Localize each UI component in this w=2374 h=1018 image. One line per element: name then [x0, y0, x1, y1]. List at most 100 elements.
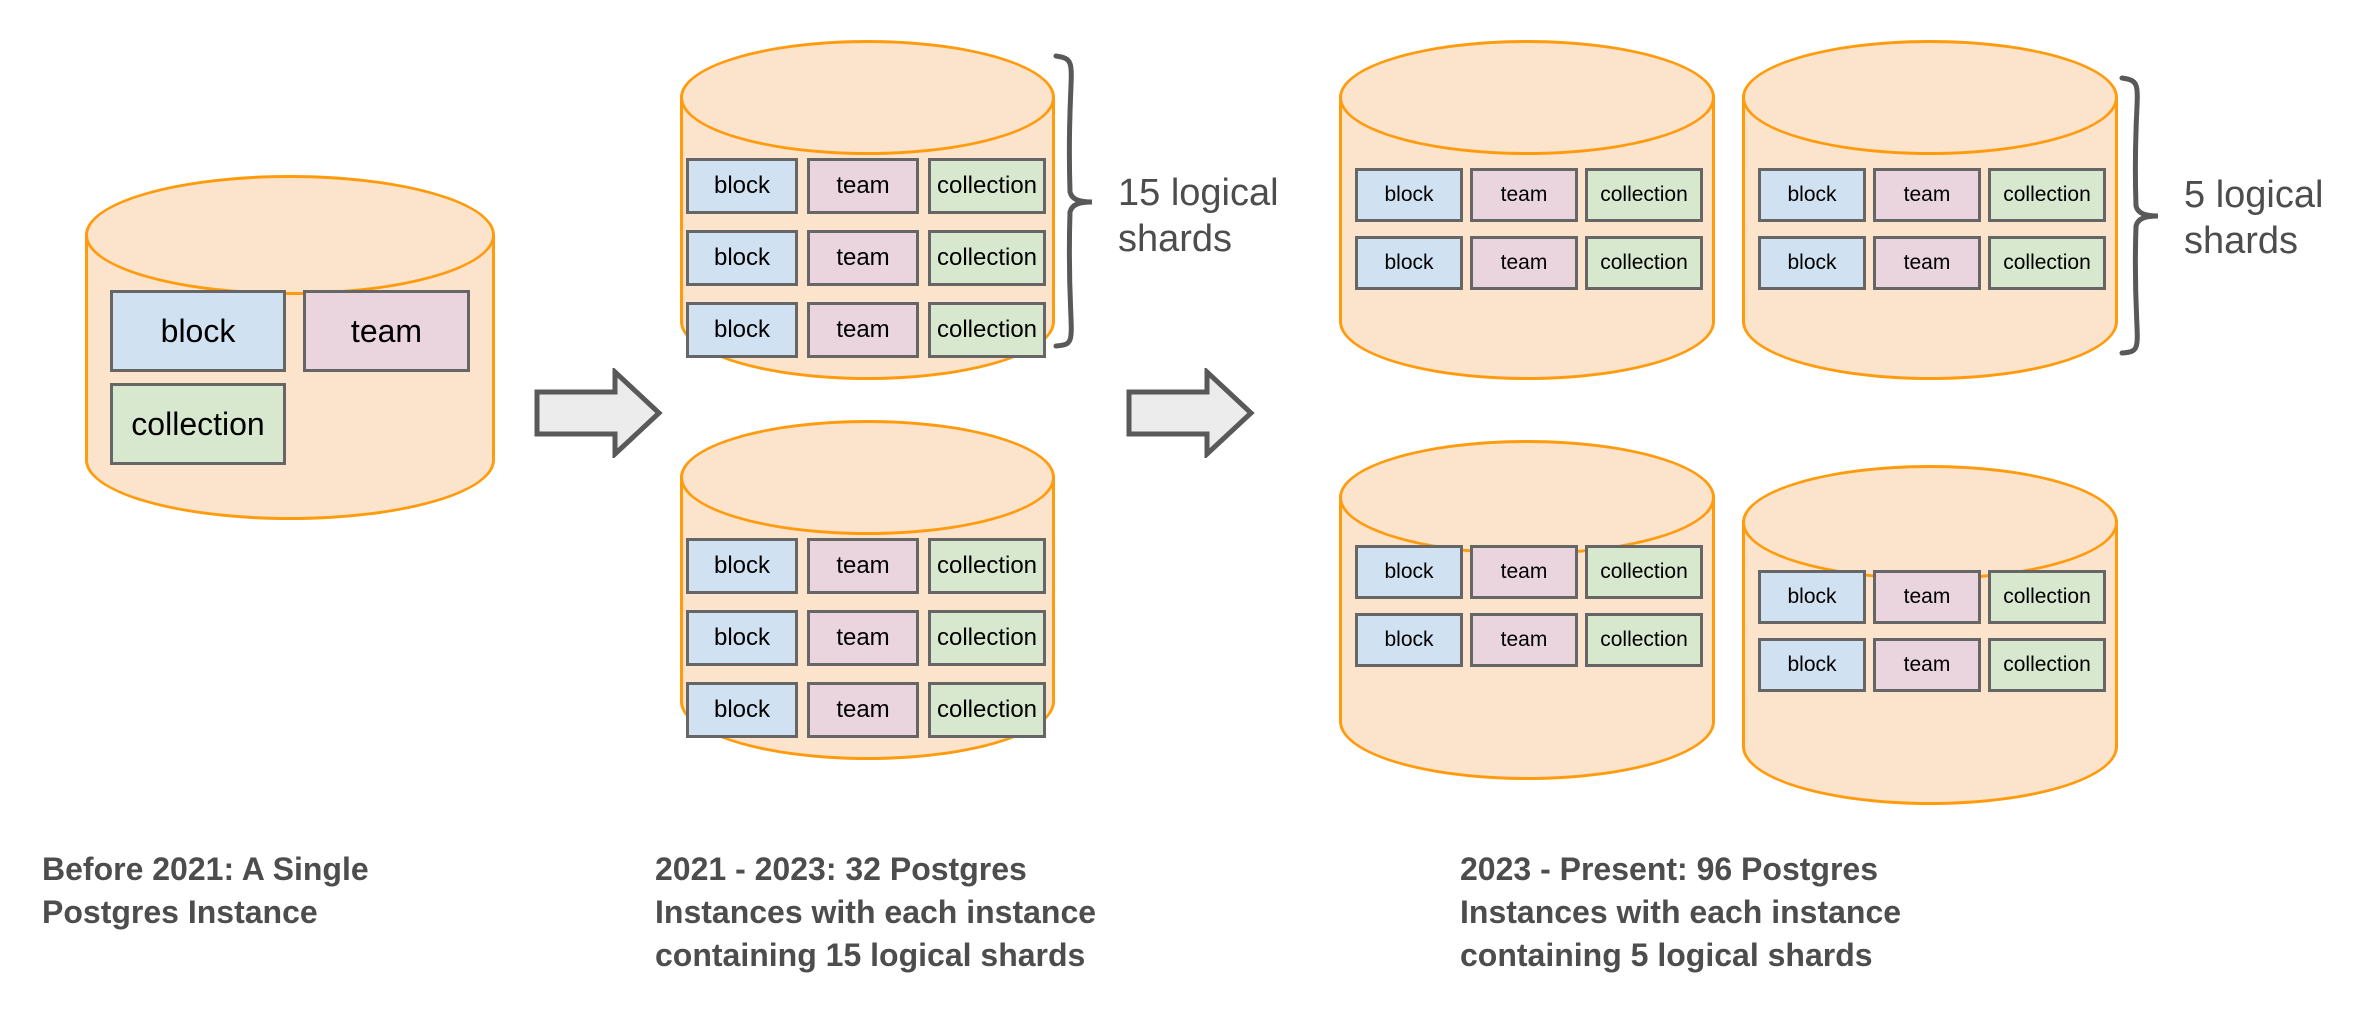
shard-table-block[interactable]: block: [686, 538, 798, 594]
spacer: [798, 610, 807, 666]
shard-table-team[interactable]: team: [1873, 638, 1981, 692]
spacer: [919, 682, 928, 738]
shard-table-collection[interactable]: collection: [1585, 236, 1703, 290]
shard-grid-stage1: block team collection: [110, 290, 470, 465]
shard-table-collection[interactable]: collection: [928, 302, 1046, 358]
shard-row: block team collection: [686, 610, 1051, 666]
shard-grid-stage3-top-left: block team collection block team collect…: [1355, 168, 1703, 290]
shard-table-block[interactable]: block: [686, 682, 798, 738]
spacer: [1758, 624, 2106, 638]
brace-label-stage2: 15 logical shards: [1118, 172, 1279, 261]
shard-table-collection[interactable]: collection: [1585, 168, 1703, 222]
shard-table-collection[interactable]: collection: [928, 610, 1046, 666]
shard-table-team[interactable]: team: [807, 302, 919, 358]
shard-table-team[interactable]: team: [1873, 570, 1981, 624]
shard-table-collection[interactable]: collection: [1988, 236, 2106, 290]
shard-table-collection[interactable]: collection: [110, 383, 286, 465]
shard-table-block[interactable]: block: [1355, 545, 1463, 599]
cylinder-bottom-mask: [1342, 663, 1712, 723]
shard-table-team[interactable]: team: [303, 290, 470, 372]
shard-table-block[interactable]: block: [686, 610, 798, 666]
shard-row: block team collection: [1758, 236, 2106, 290]
cylinder-top-cap: [1742, 40, 2118, 155]
caption-stage-2: 2021 - 2023: 32 Postgres Instances with …: [655, 851, 1097, 974]
spacer: [686, 286, 1051, 302]
curly-brace-icon-stage3: [2114, 72, 2174, 357]
shard-table-team[interactable]: team: [807, 538, 919, 594]
spacer: [1981, 638, 1988, 692]
spacer: [798, 682, 807, 738]
shard-table-team[interactable]: team: [1873, 236, 1981, 290]
shard-table-collection[interactable]: collection: [928, 230, 1046, 286]
shard-table-team[interactable]: team: [1470, 613, 1578, 667]
spacer: [1866, 168, 1873, 222]
spacer: [686, 214, 1051, 230]
shard-table-team[interactable]: team: [807, 158, 919, 214]
shard-table-collection[interactable]: collection: [928, 682, 1046, 738]
shard-row: block team collection: [686, 682, 1051, 738]
shard-row: block team collection: [1355, 236, 1703, 290]
shard-table-block[interactable]: block: [1355, 613, 1463, 667]
shard-table-block[interactable]: block: [1758, 638, 1866, 692]
right-block-arrow-icon-2: [1125, 366, 1255, 460]
spacer: [1578, 545, 1585, 599]
brace-label-stage3: 5 logical shards: [2184, 174, 2324, 263]
shard-table-block[interactable]: block: [1355, 236, 1463, 290]
shard-table-collection[interactable]: collection: [1988, 638, 2106, 692]
shard-table-block[interactable]: block: [1355, 168, 1463, 222]
spacer: [1355, 599, 1703, 613]
cylinder-top-cap: [85, 175, 495, 295]
shard-table-team[interactable]: team: [1873, 168, 1981, 222]
shard-table-block[interactable]: block: [1758, 168, 1866, 222]
cylinder-bottom-mask: [1745, 688, 2115, 748]
right-block-arrow-icon-1: [533, 366, 663, 460]
spacer: [1866, 638, 1873, 692]
spacer: [110, 372, 470, 383]
shard-row: collection: [110, 383, 470, 465]
spacer: [1578, 613, 1585, 667]
shard-row: block team collection: [686, 230, 1051, 286]
spacer: [798, 302, 807, 358]
shard-table-collection[interactable]: collection: [928, 538, 1046, 594]
spacer: [798, 538, 807, 594]
spacer: [1981, 570, 1988, 624]
shard-grid-stage3-bottom-left: block team collection block team collect…: [1355, 545, 1703, 667]
shard-table-team[interactable]: team: [807, 682, 919, 738]
shard-table-block[interactable]: block: [1758, 236, 1866, 290]
shard-table-block[interactable]: block: [1758, 570, 1866, 624]
shard-table-collection[interactable]: collection: [928, 158, 1046, 214]
database-cylinder-stage3-bottom-right: [1742, 465, 2118, 805]
cylinder-top-cap: [1339, 440, 1715, 555]
spacer: [798, 230, 807, 286]
shard-table-collection[interactable]: collection: [1585, 613, 1703, 667]
spacer: [1463, 168, 1470, 222]
spacer: [919, 230, 928, 286]
shard-table-team[interactable]: team: [807, 230, 919, 286]
spacer: [919, 302, 928, 358]
shard-table-team[interactable]: team: [807, 610, 919, 666]
spacer: [1463, 545, 1470, 599]
shard-grid-stage3-bottom-right: block team collection block team collect…: [1758, 570, 2106, 692]
shard-table-block[interactable]: block: [686, 158, 798, 214]
shard-row: block team collection: [686, 538, 1051, 594]
shard-table-team[interactable]: team: [1470, 545, 1578, 599]
spacer: [1463, 613, 1470, 667]
shard-table-block[interactable]: block: [110, 290, 286, 372]
spacer: [1981, 168, 1988, 222]
spacer: [919, 158, 928, 214]
cylinder-top-cap: [1742, 465, 2118, 580]
curly-brace-icon-stage2: [1048, 50, 1108, 350]
shard-table-collection[interactable]: collection: [1988, 570, 2106, 624]
shard-table-block[interactable]: block: [686, 230, 798, 286]
caption-stage-1: Before 2021: A Single Postgres Instance: [42, 851, 369, 931]
shard-row: block team collection: [1355, 613, 1703, 667]
shard-table-collection[interactable]: collection: [1585, 545, 1703, 599]
caption-stage-3: 2023 - Present: 96 Postgres Instances wi…: [1460, 851, 1902, 974]
spacer: [1866, 236, 1873, 290]
shard-table-block[interactable]: block: [686, 302, 798, 358]
shard-table-collection[interactable]: collection: [1988, 168, 2106, 222]
shard-grid-stage2-top: block team collection block team collect…: [686, 158, 1051, 358]
shard-table-team[interactable]: team: [1470, 236, 1578, 290]
shard-table-team[interactable]: team: [1470, 168, 1578, 222]
